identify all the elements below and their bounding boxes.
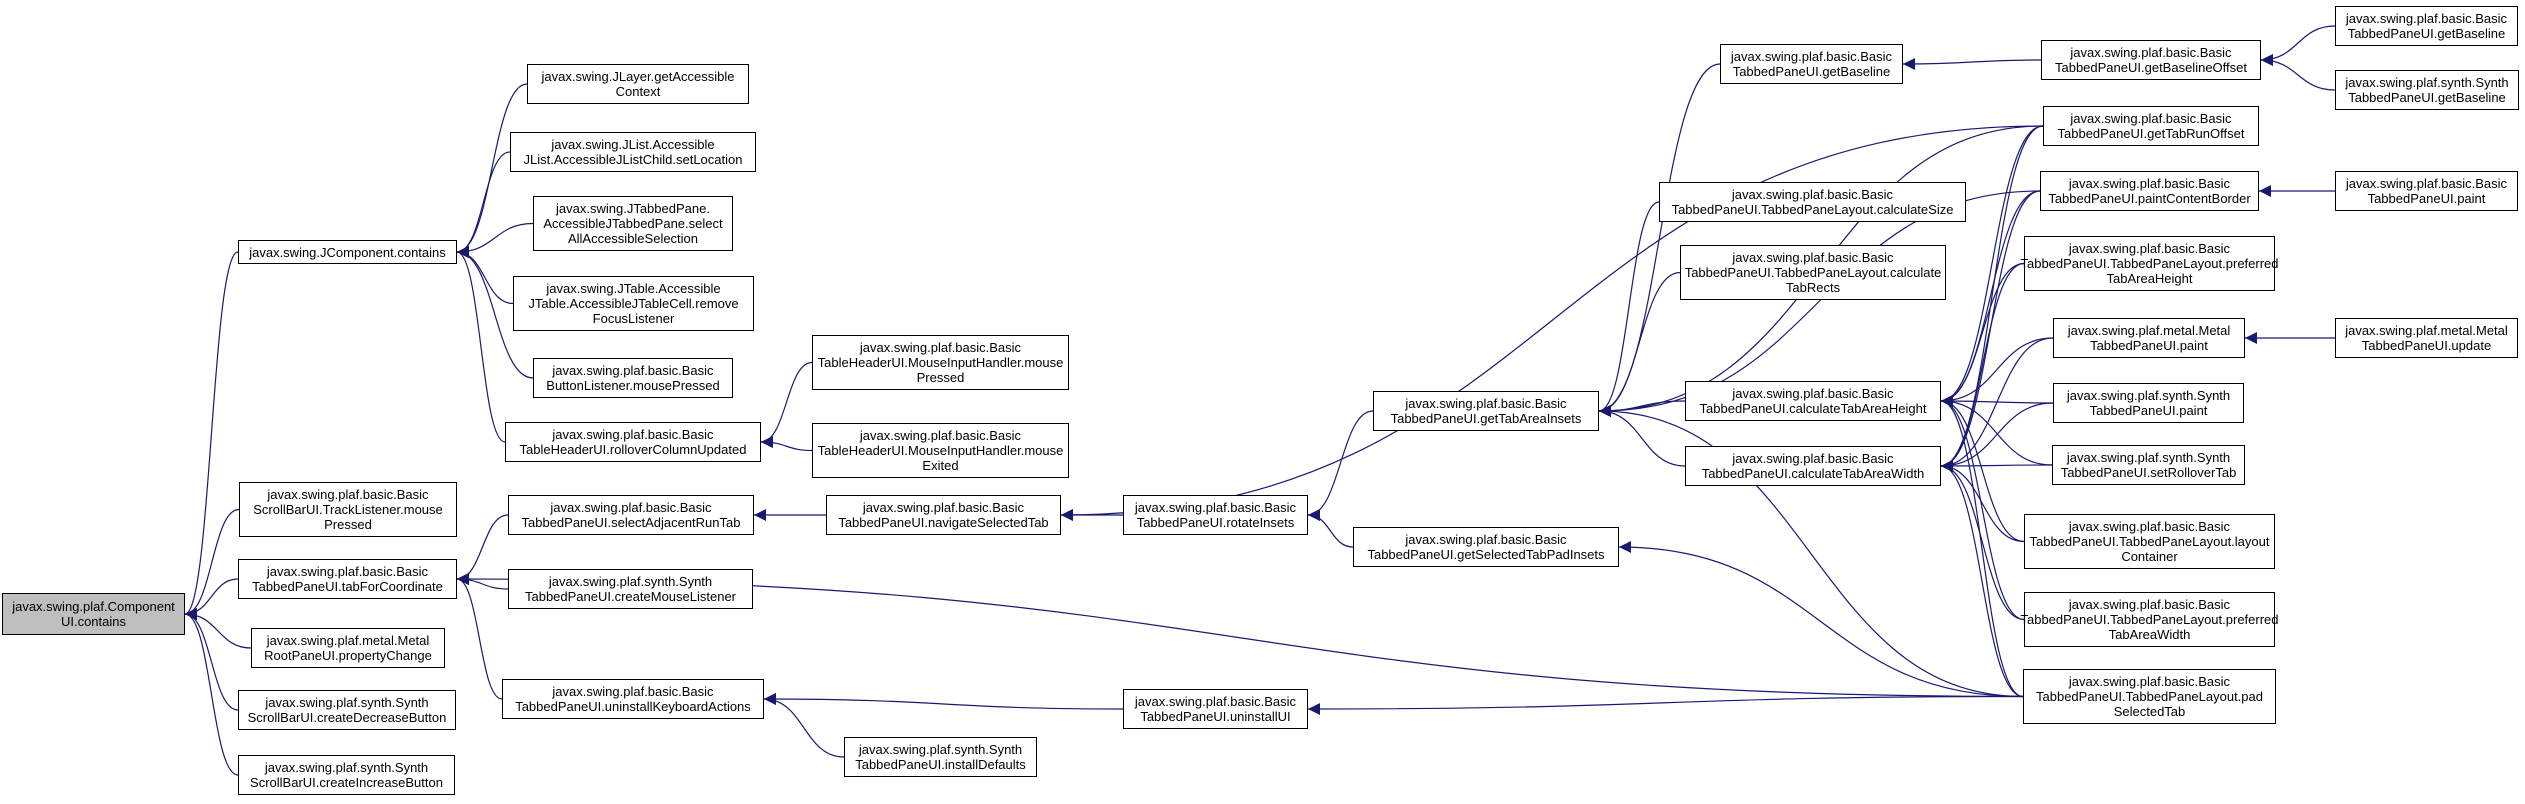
graph-node-jlayer[interactable]: javax.swing.JLayer.getAccessible Context [527,64,749,104]
graph-node-synth-inc[interactable]: javax.swing.plaf.synth.Synth ScrollBarUI… [238,755,455,795]
graph-node-basicpaint[interactable]: javax.swing.plaf.basic.Basic TabbedPaneU… [2335,171,2518,211]
graph-node-tabrunoff[interactable]: javax.swing.plaf.basic.Basic TabbedPaneU… [2043,106,2259,146]
graph-node-metalroot[interactable]: javax.swing.plaf.metal.Metal RootPaneUI.… [251,628,445,668]
edge-jc-contains-to-root [184,251,239,620]
graph-node-synth-dec[interactable]: javax.swing.plaf.synth.Synth ScrollBarUI… [238,690,456,730]
edge-synth-install-to-uninstallkb [763,693,845,758]
edge-prefwidth-to-calcheight [1940,395,2025,621]
graph-node-uninstallkb[interactable]: javax.swing.plaf.basic.Basic TabbedPaneU… [502,679,764,719]
edge-prefheight-to-calcheight [1940,262,2025,407]
graph-node-metalupdate[interactable]: javax.swing.plaf.metal.Metal TabbedPaneU… [2335,318,2518,358]
graph-node-synth-mouse[interactable]: javax.swing.plaf.synth.Synth TabbedPaneU… [508,569,753,609]
graph-node-paintcontent[interactable]: javax.swing.plaf.basic.Basic TabbedPaneU… [2040,171,2259,211]
edge-layoutcont-to-calcheight [1940,395,2025,543]
graph-node-uninstallui[interactable]: javax.swing.plaf.basic.Basic TabbedPaneU… [1123,689,1308,729]
graph-node-prefwidth[interactable]: javax.swing.plaf.basic.Basic TabbedPaneU… [2020,592,2279,647]
edge-metalpaint-to-calcheight [1940,337,2054,407]
graph-node-getbaseline[interactable]: javax.swing.plaf.basic.Basic TabbedPaneU… [1720,44,1903,84]
edge-paintcontent-to-tabarea [1598,190,2041,417]
graph-node-basic-getbaseline[interactable]: javax.swing.plaf.basic.Basic TabbedPaneU… [2335,6,2518,46]
edge-uninstallkb-to-tabforcoord [456,573,503,700]
graph-node-prefheight[interactable]: javax.swing.plaf.basic.Basic TabbedPaneU… [2020,236,2279,291]
edge-calcsize-to-tabarea [1598,201,1660,417]
edge-tabforcoord-to-root [184,578,239,620]
edge-basic-getbaseline-to-baselineoff [2260,25,2336,66]
edge-prefwidth-to-calcwidth [1940,460,2025,621]
edge-metalpaint-to-calcwidth [1940,337,2054,472]
edge-prefheight-to-calcwidth [1940,262,2025,472]
edge-getbaseline-to-tabarea [1598,63,1721,417]
graph-node-tabforcoord[interactable]: javax.swing.plaf.basic.Basic TabbedPaneU… [238,559,457,599]
graph-node-tabarea[interactable]: javax.swing.plaf.basic.Basic TabbedPaneU… [1373,391,1599,431]
edge-synth-getbaseline-to-baselineoff [2260,54,2336,91]
graph-node-metalpaint[interactable]: javax.swing.plaf.metal.Metal TabbedPaneU… [2053,318,2245,358]
edge-layoutcont-to-calcwidth [1940,460,2025,543]
graph-node-scroll-track[interactable]: javax.swing.plaf.basic.Basic ScrollBarUI… [239,482,457,537]
graph-node-synth-getbaseline[interactable]: javax.swing.plaf.synth.Synth TabbedPaneU… [2335,70,2519,110]
graph-node-navsel[interactable]: javax.swing.plaf.basic.Basic TabbedPaneU… [826,495,1061,535]
edge-synth-inc-to-root [184,608,239,776]
graph-node-jc-contains[interactable]: javax.swing.JComponent.contains [238,240,457,264]
graph-node-btnlistener[interactable]: javax.swing.plaf.basic.Basic ButtonListe… [533,358,733,398]
edge-synthrollover-to-calcheight [1940,395,2053,466]
graph-node-jtabbed[interactable]: javax.swing.JTabbedPane. AccessibleJTabb… [533,196,733,251]
graph-node-layoutcont[interactable]: javax.swing.plaf.basic.Basic TabbedPaneU… [2024,514,2275,569]
edge-scroll-track-to-root [184,508,240,620]
graph-node-rotate[interactable]: javax.swing.plaf.basic.Basic TabbedPaneU… [1123,495,1308,535]
edge-mih-exited-to-rollover [760,436,813,452]
graph-node-synthrollover[interactable]: javax.swing.plaf.synth.Synth TabbedPaneU… [2052,445,2245,485]
edge-jtabbed-to-jc-contains [456,222,534,258]
edge-padsel-to-selpad [1618,541,2024,698]
graph-node-selpad[interactable]: javax.swing.plaf.basic.Basic TabbedPaneU… [1353,527,1619,567]
edge-tabrunoff-to-calcheight [1940,125,2044,407]
edge-jtable-to-jc-contains [456,246,514,305]
edge-mih-pressed-to-rollover [760,361,813,448]
edge-calcwidth-to-tabarea [1598,405,1686,467]
edge-baselineoff-to-getbaseline [1902,57,2042,70]
edge-padsel-to-uninstallui [1307,695,2024,715]
edge-jlist-to-jc-contains [456,151,511,258]
edge-padsel-to-calcwidth [1940,460,2024,698]
edge-padsel-to-tabarea [1598,405,2024,698]
edge-selectadj-to-tabforcoord [456,514,509,585]
graph-node-calcwidth[interactable]: javax.swing.plaf.basic.Basic TabbedPaneU… [1685,446,1941,486]
graph-node-baselineoff[interactable]: javax.swing.plaf.basic.Basic TabbedPaneU… [2041,40,2261,80]
edge-padsel-to-calcheight [1940,395,2024,698]
edge-synthpaint-to-calcwidth [1940,402,2054,472]
graph-node-root[interactable]: javax.swing.plaf.Component UI.contains [2,593,185,635]
edge-tabarea-to-rotate [1307,410,1374,521]
graph-node-jtable[interactable]: javax.swing.JTable.Accessible JTable.Acc… [513,276,754,331]
edge-btnlistener-to-jc-contains [456,246,534,379]
edge-selpad-to-rotate [1307,509,1354,548]
graph-node-calcheight[interactable]: javax.swing.plaf.basic.Basic TabbedPaneU… [1685,381,1941,421]
edge-uninstallui-to-uninstallkb [763,693,1124,710]
edge-synthrollover-to-calcwidth [1940,459,2053,472]
graph-node-calcsize[interactable]: javax.swing.plaf.basic.Basic TabbedPaneU… [1659,182,1966,222]
graph-node-calcrects[interactable]: javax.swing.plaf.basic.Basic TabbedPaneU… [1680,245,1946,300]
edge-tabrunoff-to-calcwidth [1940,125,2044,472]
edge-paintcontent-to-calcheight [1940,190,2041,407]
graph-node-synth-install[interactable]: javax.swing.plaf.synth.Synth TabbedPaneU… [844,737,1037,777]
graph-node-mih-pressed[interactable]: javax.swing.plaf.basic.Basic TableHeader… [812,335,1069,390]
graph-node-selectadj[interactable]: javax.swing.plaf.basic.Basic TabbedPaneU… [508,495,754,535]
edge-calcrects-to-tabarea [1598,271,1681,417]
graph-node-jlist[interactable]: javax.swing.JList.Accessible JList.Acces… [510,132,756,172]
graph-node-synthpaint[interactable]: javax.swing.plaf.synth.Synth TabbedPaneU… [2053,383,2244,423]
graph-node-padsel[interactable]: javax.swing.plaf.basic.Basic TabbedPaneU… [2023,669,2276,724]
edge-tabrunoff-to-navsel [1060,125,2044,521]
graph-node-rollover[interactable]: javax.swing.plaf.basic.Basic TableHeader… [505,422,761,462]
edge-padsel-to-tabforcoord [456,573,2024,698]
graph-node-mih-exited[interactable]: javax.swing.plaf.basic.Basic TableHeader… [812,423,1069,478]
edge-rollover-to-jc-contains [456,246,506,443]
